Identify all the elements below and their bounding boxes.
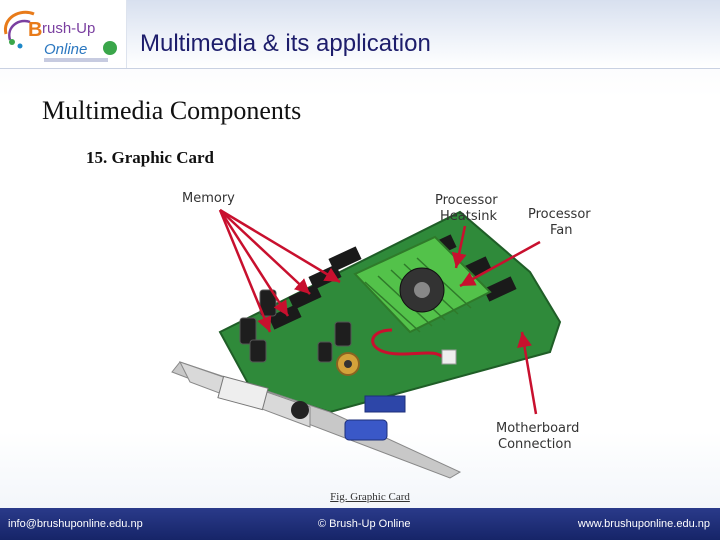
- label-heatsink-line1: Processor: [435, 193, 498, 208]
- figure-caption: Fig. Graphic Card: [300, 491, 440, 503]
- footer-website[interactable]: www.brushuponline.edu.np: [578, 518, 710, 530]
- svideo-port: [291, 401, 309, 419]
- svg-text:Online: Online: [44, 41, 87, 58]
- subsection-title: 15. Graphic Card: [86, 148, 214, 168]
- label-fan-line1: Processor: [528, 207, 591, 222]
- label-heatsink-line2: Heatsink: [440, 209, 497, 224]
- brand-logo: B rush-Up Online: [0, 0, 127, 68]
- label-motherboard-line1: Motherboard: [496, 421, 579, 436]
- section-title: Multimedia Components: [42, 96, 301, 126]
- label-motherboard-line2: Connection: [498, 437, 572, 452]
- label-fan-line2: Fan: [550, 223, 573, 238]
- svg-text:rush-Up: rush-Up: [42, 20, 95, 37]
- label-memory: Memory: [182, 191, 235, 206]
- svg-text:B: B: [28, 19, 42, 41]
- vga-port: [345, 420, 387, 440]
- footer-copyright: © Brush-Up Online: [318, 518, 410, 530]
- brush-up-logo-icon: B rush-Up Online: [0, 0, 126, 68]
- footer-email[interactable]: info@brushuponline.edu.np: [8, 518, 143, 530]
- footer-bar: info@brushuponline.edu.np © Brush-Up Onl…: [0, 508, 720, 540]
- page-title: Multimedia & its application: [140, 30, 431, 58]
- graphic-card-figure: Memory Processor Heatsink Processor Fan …: [160, 182, 600, 482]
